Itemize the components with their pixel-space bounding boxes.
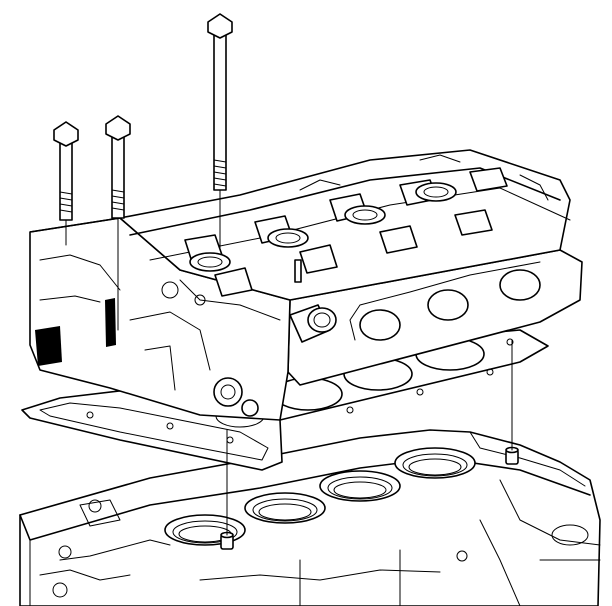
- alignment-lines: [65, 189, 513, 536]
- head-bolt-short-1: [53, 121, 79, 221]
- exhaust-ports: [349, 261, 541, 341]
- coolant-outlet: [289, 304, 337, 343]
- cylinder-bore: [319, 470, 401, 502]
- cylinder-bores: [164, 447, 476, 546]
- cylinder-bore: [244, 492, 326, 524]
- head-bolt-short-2: [105, 115, 131, 219]
- spark-plug-wells: [189, 182, 457, 272]
- cam-bearing-caps: [184, 167, 508, 297]
- cylinder-bore: [394, 447, 476, 479]
- cylinder-head: [29, 149, 583, 421]
- head-bolt-long: [207, 13, 233, 191]
